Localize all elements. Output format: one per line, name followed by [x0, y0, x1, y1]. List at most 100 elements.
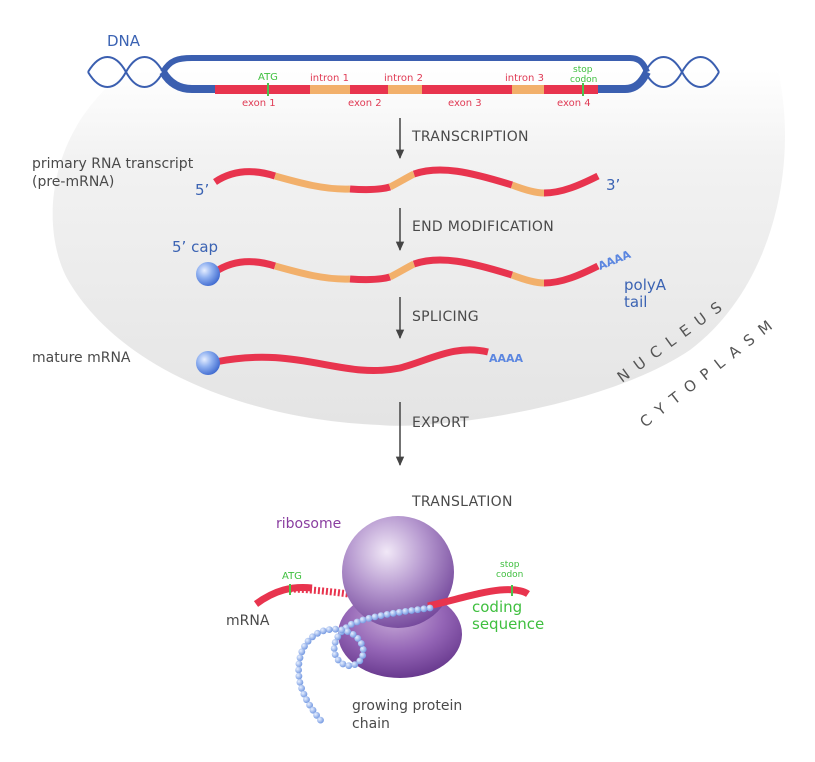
dna-bottom-strand-end [598, 70, 651, 93]
translation-stop-codon-label-2: codon [496, 570, 523, 580]
intron-3-segment [512, 85, 544, 94]
amino-acid-bead [347, 620, 355, 628]
modified-mrna-strand [213, 256, 600, 287]
mature-mrna-label: mature mRNA [32, 350, 131, 366]
coding-sequence-label-1: coding [472, 598, 522, 616]
amino-acid-bead [313, 711, 320, 719]
amino-acid-bead [319, 627, 327, 635]
intron-2-label: intron 2 [384, 73, 423, 84]
three-prime-label: 3’ [606, 176, 620, 194]
exon-2-label: exon 2 [348, 98, 382, 109]
amino-acid-bead [309, 633, 316, 641]
amino-acid-bead [414, 606, 422, 614]
amino-acid-bead [306, 701, 313, 709]
amino-acid-bead [298, 648, 306, 656]
amino-acid-bead [371, 613, 379, 621]
dna-stop-codon-label-1: stop [573, 65, 593, 75]
amino-acid-bead [354, 635, 362, 642]
exon-1-segment [215, 85, 310, 94]
amino-acid-bead [408, 607, 415, 614]
pre-mrna-strand [213, 166, 600, 197]
amino-acid-bead [389, 609, 397, 617]
coding-sequence-label-2: sequence [472, 615, 544, 633]
amino-acid-bead [298, 684, 305, 692]
amino-acid-bead [303, 696, 310, 704]
nucleus-region [52, 70, 785, 426]
five-prime-cap [196, 262, 220, 286]
amino-acid-bead [295, 660, 303, 668]
amino-acid-bead [351, 661, 359, 668]
amino-acid-bead [339, 660, 347, 668]
amino-acid-bead [309, 706, 317, 714]
amino-acid-bead [300, 690, 308, 698]
exon-3-segment [422, 85, 512, 94]
dna-start-codon-label: ATG [258, 72, 278, 83]
amino-acid-bead [420, 605, 428, 613]
step-export: EXPORT [412, 415, 469, 431]
exon-4-segment [544, 85, 598, 94]
amino-acid-bead [332, 625, 339, 633]
amino-acid-bead [426, 604, 434, 612]
translation-mrna-right [427, 586, 530, 610]
amino-acid-bead [331, 651, 339, 658]
dna-top-strand [160, 55, 650, 74]
amino-acid-bead [330, 645, 338, 652]
amino-acid-bead [359, 616, 367, 624]
amino-acid-bead [295, 666, 302, 674]
mature-mrna-strand [214, 346, 489, 375]
translation-mrna-label: mRNA [226, 613, 270, 629]
amino-acid-bead [383, 611, 391, 618]
amino-acid-bead [314, 629, 321, 637]
mature-mrna-cap [196, 351, 220, 375]
amino-acid-bead [395, 608, 403, 616]
ribosome-label: ribosome [276, 516, 341, 532]
amino-acid-bead [295, 672, 303, 680]
growing-protein-chain [295, 604, 434, 724]
translation-stop-codon-label-1: stop [500, 560, 520, 570]
amino-acid-bead [356, 657, 364, 665]
protein-chain-label-2: chain [352, 716, 390, 732]
intron-2-segment [388, 85, 422, 94]
pre-mrna-label-1: primary RNA transcript [32, 156, 194, 172]
amino-acid-bead [301, 642, 308, 650]
dna-bottom-strand [159, 69, 215, 93]
dna-stop-codon-label-2: codon [570, 75, 597, 85]
dna-helix-right [644, 56, 720, 88]
amino-acid-bead [331, 639, 339, 646]
step-splicing: SPLICING [412, 309, 479, 325]
polya-tail-label-2: tail [624, 293, 647, 311]
step-end-modification: END MODIFICATION [412, 219, 554, 235]
ribosome-large-subunit [342, 516, 454, 628]
amino-acid-bead [334, 633, 342, 641]
protein-chain-label-1: growing protein [352, 698, 462, 714]
amino-acid-bead [359, 652, 367, 659]
intron-1-label: intron 1 [310, 73, 349, 84]
five-prime-label: 5’ [195, 181, 209, 199]
amino-acid-bead [402, 608, 409, 615]
amino-acid-bead [353, 618, 361, 626]
dna-helix-left [87, 56, 164, 88]
amino-acid-bead [365, 614, 373, 622]
amino-acid-bead [359, 646, 367, 653]
exon-4-label: exon 4 [557, 98, 591, 109]
five-prime-cap-label: 5’ cap [172, 238, 218, 256]
step-transcription: TRANSCRIPTION [411, 129, 529, 145]
translation-start-codon-label: ATG [282, 571, 302, 582]
amino-acid-bead [334, 656, 342, 664]
exon-3-label: exon 3 [448, 98, 482, 109]
mature-polya-sequence: AAAA [489, 352, 524, 365]
exon-1-label: exon 1 [242, 98, 276, 109]
amino-acid-bead [296, 679, 304, 686]
dna-gene [215, 83, 598, 96]
amino-acid-bead [325, 626, 333, 633]
exon-2-segment [350, 85, 388, 94]
pre-mrna-label-2: (pre-mRNA) [32, 174, 114, 190]
amino-acid-bead [344, 628, 351, 635]
step-translation: TRANSLATION [411, 494, 513, 510]
polya-tail-label-1: polyA [624, 276, 667, 294]
amino-acid-bead [304, 637, 312, 645]
amino-acid-bead [345, 662, 353, 670]
amino-acid-bead [338, 626, 345, 634]
amino-acid-bead [357, 640, 365, 647]
